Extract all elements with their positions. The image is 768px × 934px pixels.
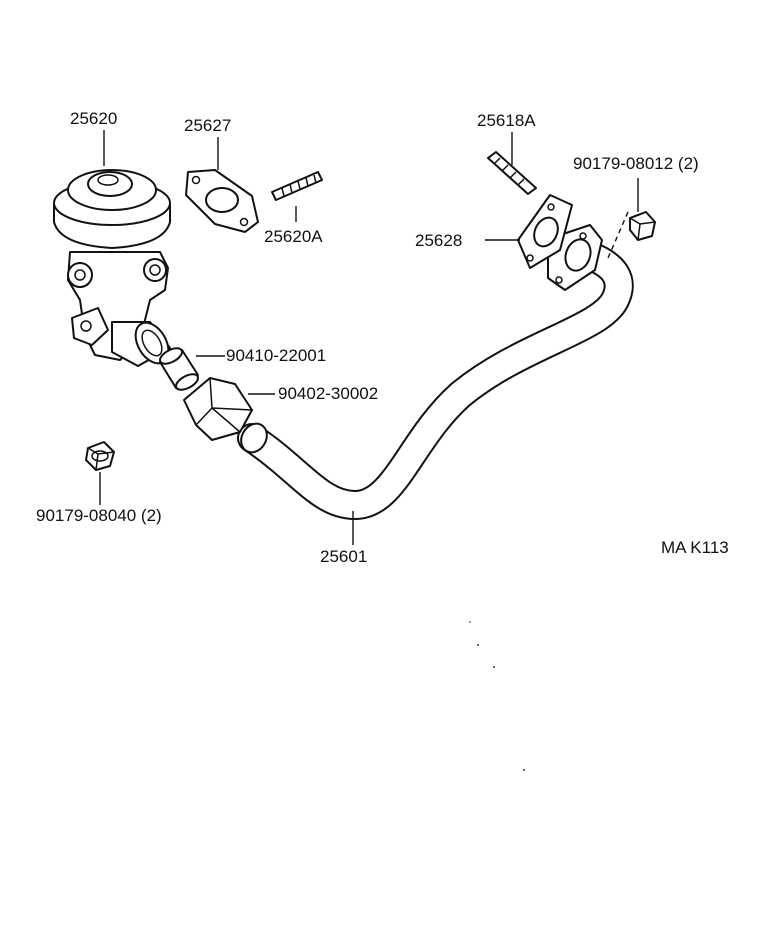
label-valve-gasket: 25627 <box>184 116 231 135</box>
label-union-gasket: 90410-22001 <box>226 346 326 365</box>
label-egr-pipe: 25601 <box>320 547 367 566</box>
union-nut <box>183 377 253 441</box>
diagram-code: MA K113 <box>661 538 729 557</box>
label-flange-nut: 90179-08012 (2) <box>573 154 699 173</box>
egr-valve <box>53 169 171 367</box>
valve-stud <box>271 171 323 201</box>
flange-gasket <box>517 194 573 269</box>
label-egr-valve: 25620 <box>70 109 117 128</box>
scan-specks <box>469 621 525 771</box>
label-valve-nut: 90179-08040 (2) <box>36 506 162 525</box>
valve-nut <box>85 441 115 471</box>
flange-nut <box>607 211 656 259</box>
leader-lines <box>99 130 639 545</box>
label-flange-stud: 25618A <box>477 111 536 130</box>
union-gasket <box>159 347 199 391</box>
egr-pipe <box>237 224 634 521</box>
label-union-nut: 90402-30002 <box>278 384 378 403</box>
label-flange-gasket: 25628 <box>415 231 462 250</box>
flange-stud <box>487 151 537 195</box>
valve-gasket <box>185 169 259 233</box>
label-valve-stud: 25620A <box>264 227 323 246</box>
